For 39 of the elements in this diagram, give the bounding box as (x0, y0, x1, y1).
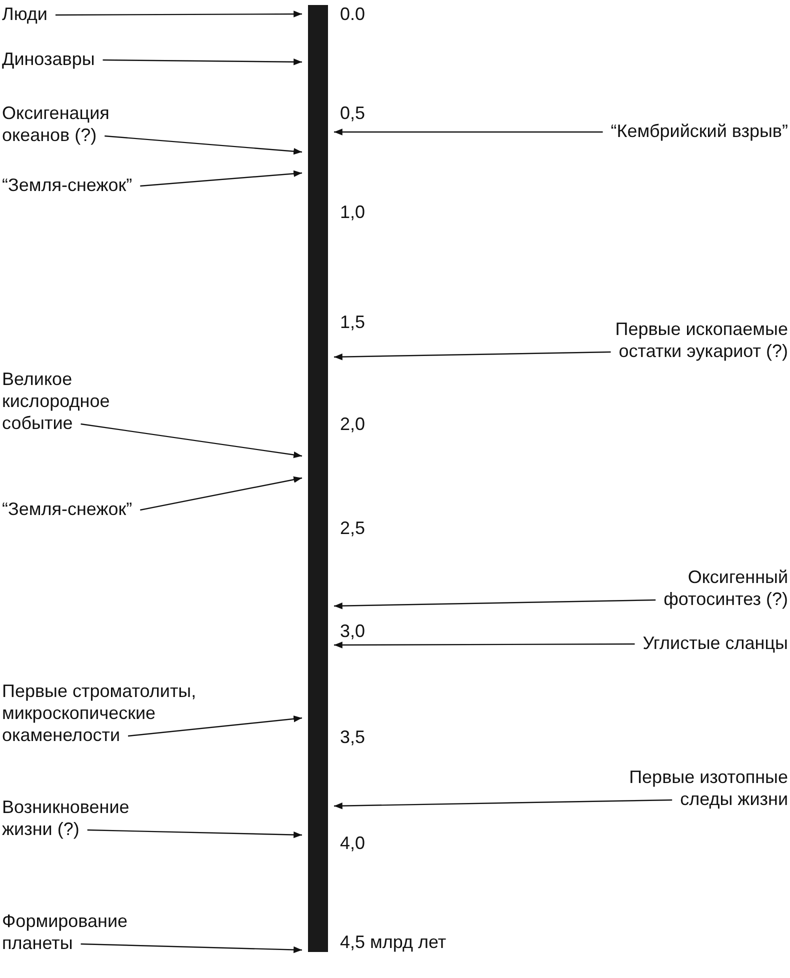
event-label: Люди (2, 3, 92, 25)
event-label: Оксигенный фотосинтез (?) (620, 566, 788, 610)
event-label: Первые изотопные следы жизни (590, 766, 788, 810)
event-label: “Кембрийский взрыв” (530, 120, 788, 142)
timeline-bar (308, 5, 328, 952)
tick-label: 3,5 (340, 726, 366, 748)
arrow (334, 642, 635, 648)
tick-label: 2,0 (340, 413, 366, 435)
tick-label: 1,5 (340, 311, 366, 333)
event-label: Углистые сланцы (580, 632, 788, 654)
tick-label: 4,0 (340, 832, 366, 854)
arrow (140, 170, 302, 187)
event-label: Формирование планеты (2, 910, 172, 954)
event-label: Оксигенация океанов (?) (2, 102, 147, 146)
tick-label: 2,5 (340, 517, 366, 539)
tick-label: 0,5 (340, 102, 366, 124)
tick-label: 0.0 (340, 3, 366, 25)
arrow (87, 829, 302, 838)
arrow (334, 799, 672, 810)
tick-label: 4,5 млрд лет (340, 931, 446, 953)
event-label: Возникновение жизни (?) (2, 796, 172, 840)
event-label: “Земля-снежок” (2, 174, 182, 196)
arrow (80, 943, 302, 954)
tick-label: 1,0 (340, 201, 366, 223)
event-label: Первые ископаемые остатки эукариот (?) (568, 318, 788, 362)
arrow (104, 135, 302, 155)
event-label: “Земля-снежок” (2, 498, 182, 520)
arrow (334, 351, 611, 360)
arrow (128, 716, 302, 737)
event-label: Великое кислородное событие (2, 368, 152, 434)
arrow (55, 10, 302, 18)
arrow (140, 476, 302, 511)
tick-label: 3,0 (340, 620, 366, 642)
arrow (80, 423, 302, 458)
arrow (334, 128, 603, 136)
event-label: Динозавры (2, 48, 132, 70)
arrow (334, 599, 656, 610)
event-label: Первые строматолиты, микроскопические окаменелости (2, 680, 272, 746)
arrow (102, 58, 302, 66)
